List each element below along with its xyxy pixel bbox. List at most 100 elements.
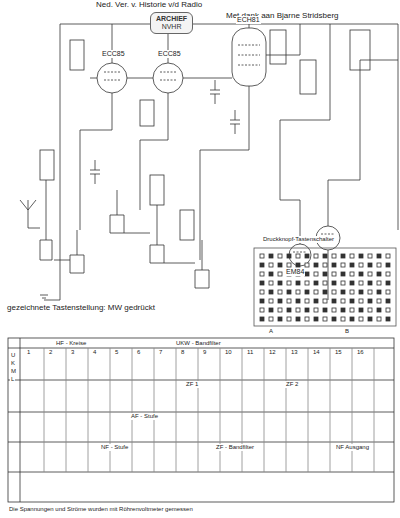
table-heading: ZF - Bandfilter — [215, 444, 255, 451]
table-column-rules — [44, 348, 374, 472]
column-number: 15 — [334, 349, 343, 356]
switch-contact — [296, 308, 300, 312]
switch-contact — [368, 299, 372, 303]
switch-contact — [269, 317, 273, 321]
switch-contact — [314, 272, 318, 276]
switch-contact — [332, 317, 336, 321]
switch-contact — [314, 281, 318, 285]
switch-contact — [332, 272, 336, 276]
switch-contact — [314, 263, 318, 267]
switch-contact — [377, 317, 381, 321]
column-number: 8 — [180, 349, 185, 356]
switch-contact — [368, 281, 372, 285]
table-rule — [198, 348, 199, 472]
switch-contact — [269, 299, 273, 303]
switch-contact — [305, 317, 309, 321]
wire — [46, 180, 202, 270]
switch-contact — [278, 290, 282, 294]
switch-contact — [305, 281, 309, 285]
switch-contact — [269, 254, 273, 258]
switch-contact — [359, 263, 363, 267]
alignment-table — [8, 338, 394, 502]
column-number: 5 — [114, 349, 119, 356]
switch-contact — [296, 290, 300, 294]
switch-contact — [377, 308, 381, 312]
table-rule — [66, 348, 67, 472]
switch-contact — [332, 308, 336, 312]
table-rule — [44, 348, 45, 472]
switch-contact — [314, 317, 318, 321]
switch-contact — [350, 281, 354, 285]
switch-contact — [287, 281, 291, 285]
rf-coil — [40, 150, 54, 180]
footer-note: Die Spannungen und Ströme wurden mit Röh… — [8, 506, 194, 513]
switch-contact — [368, 272, 372, 276]
column-number: 7 — [158, 349, 163, 356]
switch-contact — [359, 272, 363, 276]
switch-contact — [278, 299, 282, 303]
switch-contact — [278, 272, 282, 276]
if-transformer — [300, 60, 316, 94]
wire — [80, 24, 360, 300]
column-number: 6 — [136, 349, 141, 356]
switch-contact-grid — [260, 254, 390, 321]
switch-contact — [341, 317, 345, 321]
table-rule — [132, 348, 133, 472]
switch-contact — [323, 308, 327, 312]
wire — [80, 24, 398, 260]
switch-note: gezeichnete Tastenstellung: MW gedrückt — [6, 304, 156, 313]
switch-contact — [269, 263, 273, 267]
switch-contact — [260, 290, 264, 294]
switch-contact — [359, 308, 363, 312]
switch-contact — [341, 272, 345, 276]
switch-contact — [305, 272, 309, 276]
switch-contact — [305, 308, 309, 312]
capacitor-symbol — [90, 80, 240, 184]
switch-contact — [350, 308, 354, 312]
switch-contact — [278, 308, 282, 312]
table-rule — [220, 348, 221, 472]
switch-contact — [386, 290, 390, 294]
table-rule — [352, 348, 353, 472]
switch-contact — [278, 281, 282, 285]
switch-contact — [359, 317, 363, 321]
table-rule — [286, 348, 287, 472]
wire — [60, 24, 398, 300]
switch-contact — [368, 263, 372, 267]
rf-coil — [140, 100, 154, 126]
column-number: 12 — [268, 349, 277, 356]
switch-contact — [287, 317, 291, 321]
row-label: L — [10, 376, 15, 383]
switch-contact — [377, 290, 381, 294]
switch-contact — [350, 272, 354, 276]
tube-label: EM84 — [285, 268, 305, 276]
table-rule — [242, 348, 243, 472]
switch-contact — [332, 254, 336, 258]
table-rule — [264, 348, 265, 472]
switch-contact — [350, 263, 354, 267]
switch-contact — [260, 272, 264, 276]
column-number: 2 — [48, 349, 53, 356]
switch-contact — [287, 290, 291, 294]
switch-contact — [269, 272, 273, 276]
switch-contact — [287, 308, 291, 312]
switch-contact — [386, 281, 390, 285]
switch-contact — [377, 272, 381, 276]
switch-contact — [287, 299, 291, 303]
switch-contact — [332, 299, 336, 303]
switch-contact — [296, 317, 300, 321]
table-rule — [308, 348, 309, 472]
table-rule — [88, 348, 89, 472]
switch-contact — [305, 290, 309, 294]
switch-contact — [341, 308, 345, 312]
tube-label: ECC85 — [101, 50, 126, 58]
column-number: 4 — [92, 349, 97, 356]
output-transformer — [350, 30, 370, 70]
column-number: 9 — [202, 349, 207, 356]
switch-contact — [332, 290, 336, 294]
switch-contact — [296, 299, 300, 303]
switch-contact — [386, 263, 390, 267]
switch-contact — [350, 290, 354, 294]
